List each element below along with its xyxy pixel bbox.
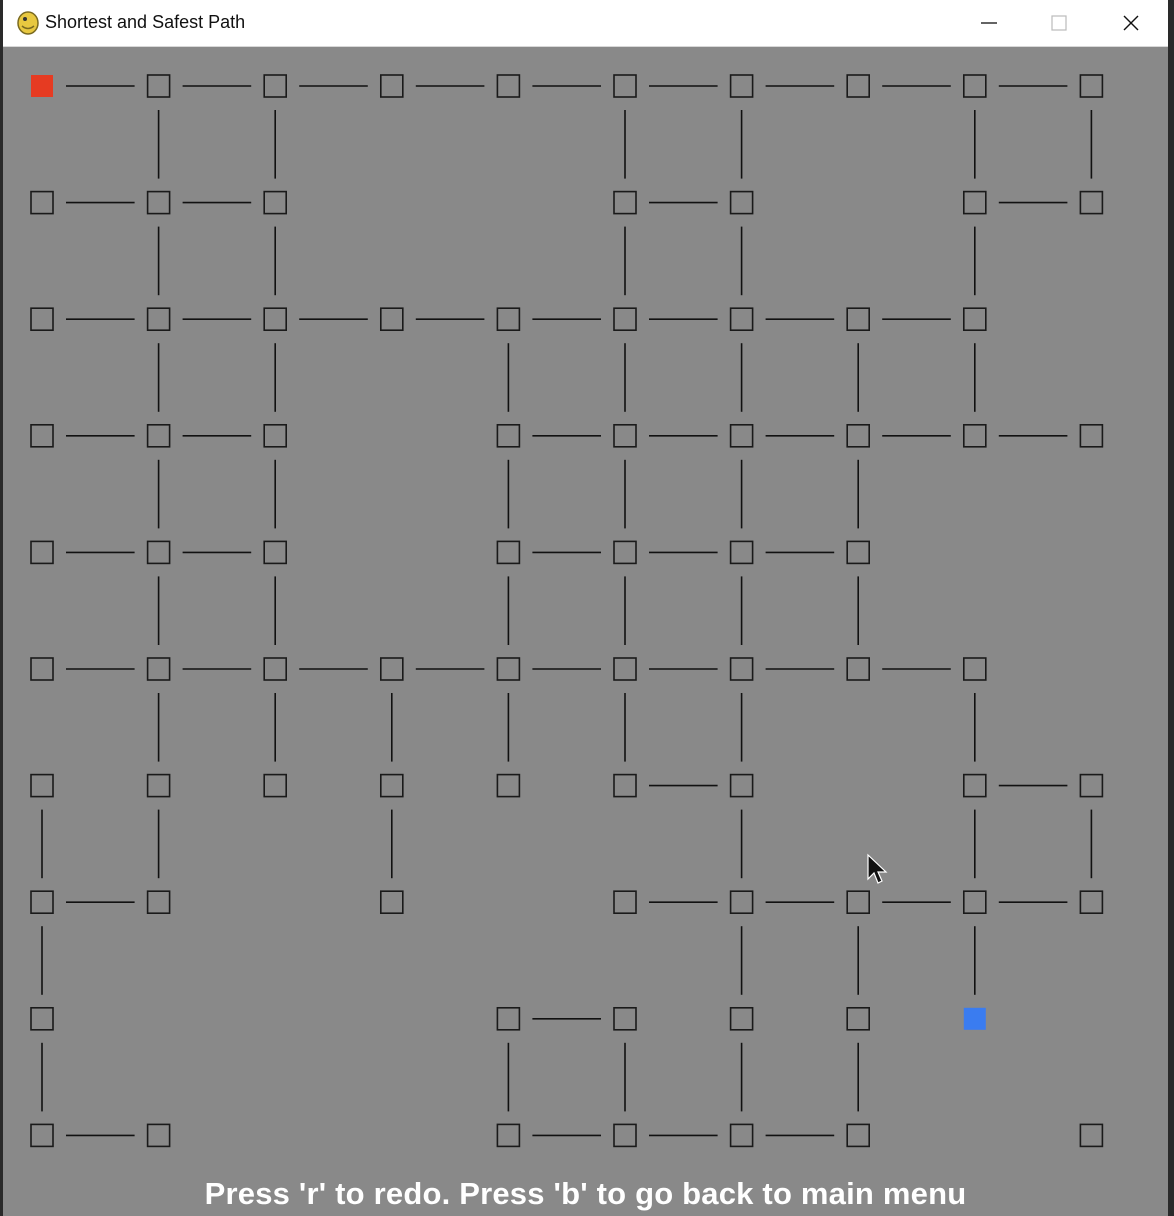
grid-node[interactable] [729,1123,754,1148]
maximize-icon[interactable] [1030,0,1088,46]
grid-node[interactable] [1079,74,1104,98]
grid-node[interactable] [146,657,171,681]
grid-node[interactable] [962,657,987,681]
grid-node[interactable] [729,890,754,915]
grid-node[interactable] [962,307,987,332]
grid-node[interactable] [729,540,754,565]
grid-node[interactable] [962,423,987,448]
grid-node[interactable] [846,1123,871,1148]
grid-node[interactable] [146,773,171,798]
app-window: Shortest and Safest Path Press 'r' to re… [3,0,1168,1216]
grid-node[interactable] [379,74,404,98]
grid-node[interactable] [613,773,637,798]
grid-node[interactable] [30,657,54,681]
grid-node[interactable] [613,190,637,215]
close-icon[interactable] [1102,0,1160,46]
grid-node[interactable] [729,773,754,798]
grid-node[interactable] [146,540,171,565]
grid-node[interactable] [613,74,637,98]
grid-node[interactable] [146,1123,171,1148]
grid-node[interactable] [846,307,871,332]
grid-node[interactable] [496,1006,521,1031]
grid-node[interactable] [613,1006,637,1031]
grid-node[interactable] [263,773,288,798]
grid-node[interactable] [496,423,521,448]
grid-node[interactable] [846,657,871,681]
grid-node[interactable] [729,190,754,215]
grid-node[interactable] [496,657,521,681]
grid-node[interactable] [1079,890,1104,915]
grid-node[interactable] [962,773,987,798]
grid-node[interactable] [496,773,521,798]
title-bar[interactable]: Shortest and Safest Path [3,0,1168,47]
grid-node[interactable] [30,540,54,565]
start-node[interactable] [31,75,53,97]
grid-node[interactable] [729,307,754,332]
grid-node[interactable] [1079,423,1104,448]
grid-node[interactable] [962,890,987,915]
grid-node[interactable] [379,307,404,332]
grid-node[interactable] [846,540,871,565]
grid-node[interactable] [379,773,404,798]
grid-node[interactable] [30,1123,54,1148]
grid-node[interactable] [263,190,288,215]
grid-node[interactable] [146,890,171,915]
grid-node[interactable] [496,307,521,332]
grid-node[interactable] [846,1006,871,1031]
grid-node[interactable] [613,423,637,448]
grid-node[interactable] [146,190,171,215]
grid-node[interactable] [379,890,404,915]
grid-node[interactable] [263,423,288,448]
grid-node[interactable] [146,423,171,448]
grid-node[interactable] [613,657,637,681]
grid-node[interactable] [1079,1123,1104,1148]
grid-node[interactable] [30,773,54,798]
grid-node[interactable] [263,540,288,565]
grid-node[interactable] [1079,190,1104,215]
grid-node[interactable] [30,890,54,915]
grid-node[interactable] [962,190,987,215]
grid-node[interactable] [962,74,987,98]
instructions-text: Press 'r' to redo. Press 'b' to go back … [204,1176,967,1211]
grid-node[interactable] [496,540,521,565]
grid-node[interactable] [263,657,288,681]
grid-node[interactable] [613,890,637,915]
grid-node[interactable] [146,74,171,98]
python-snake-icon [17,11,39,35]
grid-node[interactable] [496,1123,521,1148]
grid-node[interactable] [1079,773,1104,798]
grid-node[interactable] [729,74,754,98]
grid-node[interactable] [263,74,288,98]
grid-node[interactable] [729,423,754,448]
grid-node[interactable] [30,1006,54,1031]
grid-node[interactable] [846,423,871,448]
grid-node[interactable] [613,540,637,565]
grid-node[interactable] [729,657,754,681]
grid-node[interactable] [30,423,54,448]
grid-node[interactable] [613,307,637,332]
grid-node[interactable] [379,657,404,681]
grid-node[interactable] [146,307,171,332]
mouse-cursor-icon [867,853,888,884]
minimize-icon[interactable] [960,0,1018,46]
grid-node[interactable] [30,190,54,215]
grid-node[interactable] [496,74,521,98]
window-title: Shortest and Safest Path [45,12,246,32]
grid-node[interactable] [846,74,871,98]
grid-node[interactable] [613,1123,637,1148]
grid-node[interactable] [30,307,54,332]
grid-node[interactable] [846,890,871,915]
grid-node[interactable] [729,1006,754,1031]
end-node[interactable] [963,1007,986,1030]
grid-node[interactable] [263,307,288,332]
path-grid-canvas[interactable] [3,47,1168,1216]
